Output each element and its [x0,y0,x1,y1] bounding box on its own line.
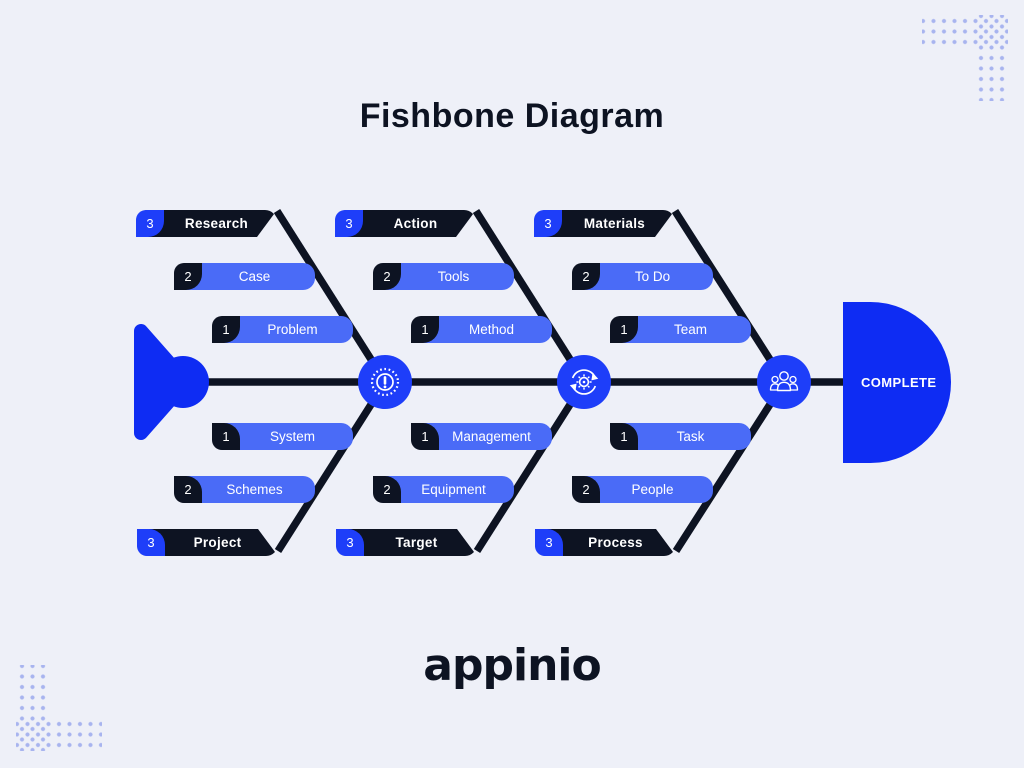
count-badge: 2 [174,263,202,290]
cause-pill-method: 1 Method [411,316,552,343]
cause-label: Case [238,269,271,284]
category-pill-research: 3 Research [136,210,277,237]
count-badge: 1 [212,423,240,450]
cause-label: To Do [634,269,671,284]
cause-label: Method [468,322,515,337]
count-badge: 3 [137,529,165,556]
category-label: Materials [583,216,646,231]
dot-grid-bottom-left-horizontal [16,718,102,751]
count-badge: 1 [212,316,240,343]
category-pill-target: 3 Target [336,529,477,556]
bone-top-left [273,208,390,386]
cause-pill-equipment: 2 Equipment [373,476,514,503]
cause-pill-task: 1 Task [610,423,751,450]
category-label: Project [193,535,242,550]
category-pill-project: 3 Project [137,529,278,556]
count-badge: 1 [411,316,439,343]
fish-head-label: COMPLETE [861,375,937,390]
count-badge: 1 [610,316,638,343]
bone-top-center [472,208,589,386]
cause-label: People [631,482,674,497]
bone-bottom-center [473,378,589,554]
cause-pill-tools: 2 Tools [373,263,514,290]
category-pill-action: 3 Action [335,210,476,237]
spine-node-2 [557,355,611,409]
bone-lines [190,208,846,554]
cause-label: Schemes [226,482,283,497]
cause-label: System [269,429,315,444]
count-badge: 3 [136,210,164,237]
count-badge: 3 [534,210,562,237]
category-pill-process: 3 Process [535,529,676,556]
bone-bottom-right [672,378,789,554]
cause-pill-to-do: 2 To Do [572,263,713,290]
category-label: Process [588,535,643,550]
count-badge: 2 [373,263,401,290]
cause-label: Management [452,429,531,444]
alert-gear-icon [370,367,400,397]
count-badge: 2 [373,476,401,503]
cause-label: Problem [267,322,318,337]
count-badge: 1 [411,423,439,450]
bone-bottom-left [274,378,390,554]
cause-pill-schemes: 2 Schemes [174,476,315,503]
category-pill-materials: 3 Materials [534,210,675,237]
page-title: Fishbone Diagram [359,97,665,135]
cause-pill-case: 2 Case [174,263,315,290]
count-badge: 2 [572,263,600,290]
cause-pill-people: 2 People [572,476,713,503]
bone-top-right [671,208,789,386]
spine-node-1 [358,355,412,409]
category-label: Research [184,216,249,231]
count-badge: 3 [335,210,363,237]
count-badge: 3 [336,529,364,556]
category-label: Target [395,535,438,550]
team-icon [769,371,799,392]
count-badge: 1 [610,423,638,450]
cause-label: Task [676,429,705,444]
count-badge: 3 [535,529,563,556]
category-label: Action [393,216,438,231]
cause-pill-management: 1 Management [411,423,552,450]
fish-tail [134,324,209,440]
cause-label: Tools [437,269,470,284]
spine-node-3 [757,355,811,409]
dot-grid-top-right-vertical [975,15,1008,101]
process-sync-icon [569,369,599,395]
cause-label: Team [673,322,707,337]
cause-pill-team: 1 Team [610,316,751,343]
appinio-logo: appinio [423,640,601,691]
cause-pill-system: 1 System [212,423,353,450]
cause-pill-problem: 1 Problem [212,316,353,343]
count-badge: 2 [572,476,600,503]
count-badge: 2 [174,476,202,503]
cause-label: Equipment [421,482,486,497]
